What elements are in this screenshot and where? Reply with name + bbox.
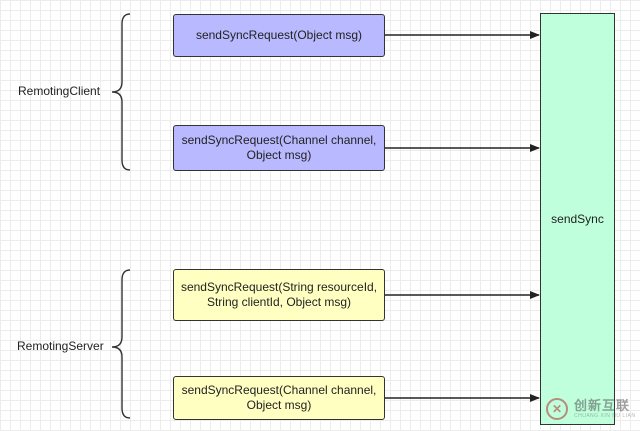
method-node-label: sendSyncRequest(Channel channel, Object … (181, 133, 377, 162)
server-brace (111, 269, 131, 419)
remoting-client-label: RemotingClient (18, 84, 101, 98)
method-node-server-1[interactable]: sendSyncRequest(String resourceId, Strin… (173, 269, 385, 321)
method-node-label: sendSyncRequest(Object msg) (195, 28, 363, 42)
method-node-label: sendSyncRequest(Channel channel, Object … (181, 383, 377, 412)
method-node-label: sendSyncRequest(String resourceId, Strin… (180, 280, 378, 309)
send-sync-label: sendSync (551, 212, 604, 226)
watermark-logo-icon: ✕ (546, 398, 568, 420)
watermark: ✕ 创新互联 CHUANG XIN HU LIAN (546, 398, 636, 420)
send-sync-node[interactable]: sendSync (540, 13, 615, 425)
method-node-client-2[interactable]: sendSyncRequest(Channel channel, Object … (173, 125, 385, 171)
client-brace (111, 13, 131, 171)
remoting-server-label: RemotingServer (17, 339, 104, 353)
watermark-main-text: 创新互联 (574, 398, 631, 413)
watermark-sub-text: CHUANG XIN HU LIAN (574, 413, 636, 419)
method-node-server-2[interactable]: sendSyncRequest(Channel channel, Object … (173, 376, 385, 420)
method-node-client-1[interactable]: sendSyncRequest(Object msg) (173, 14, 385, 57)
